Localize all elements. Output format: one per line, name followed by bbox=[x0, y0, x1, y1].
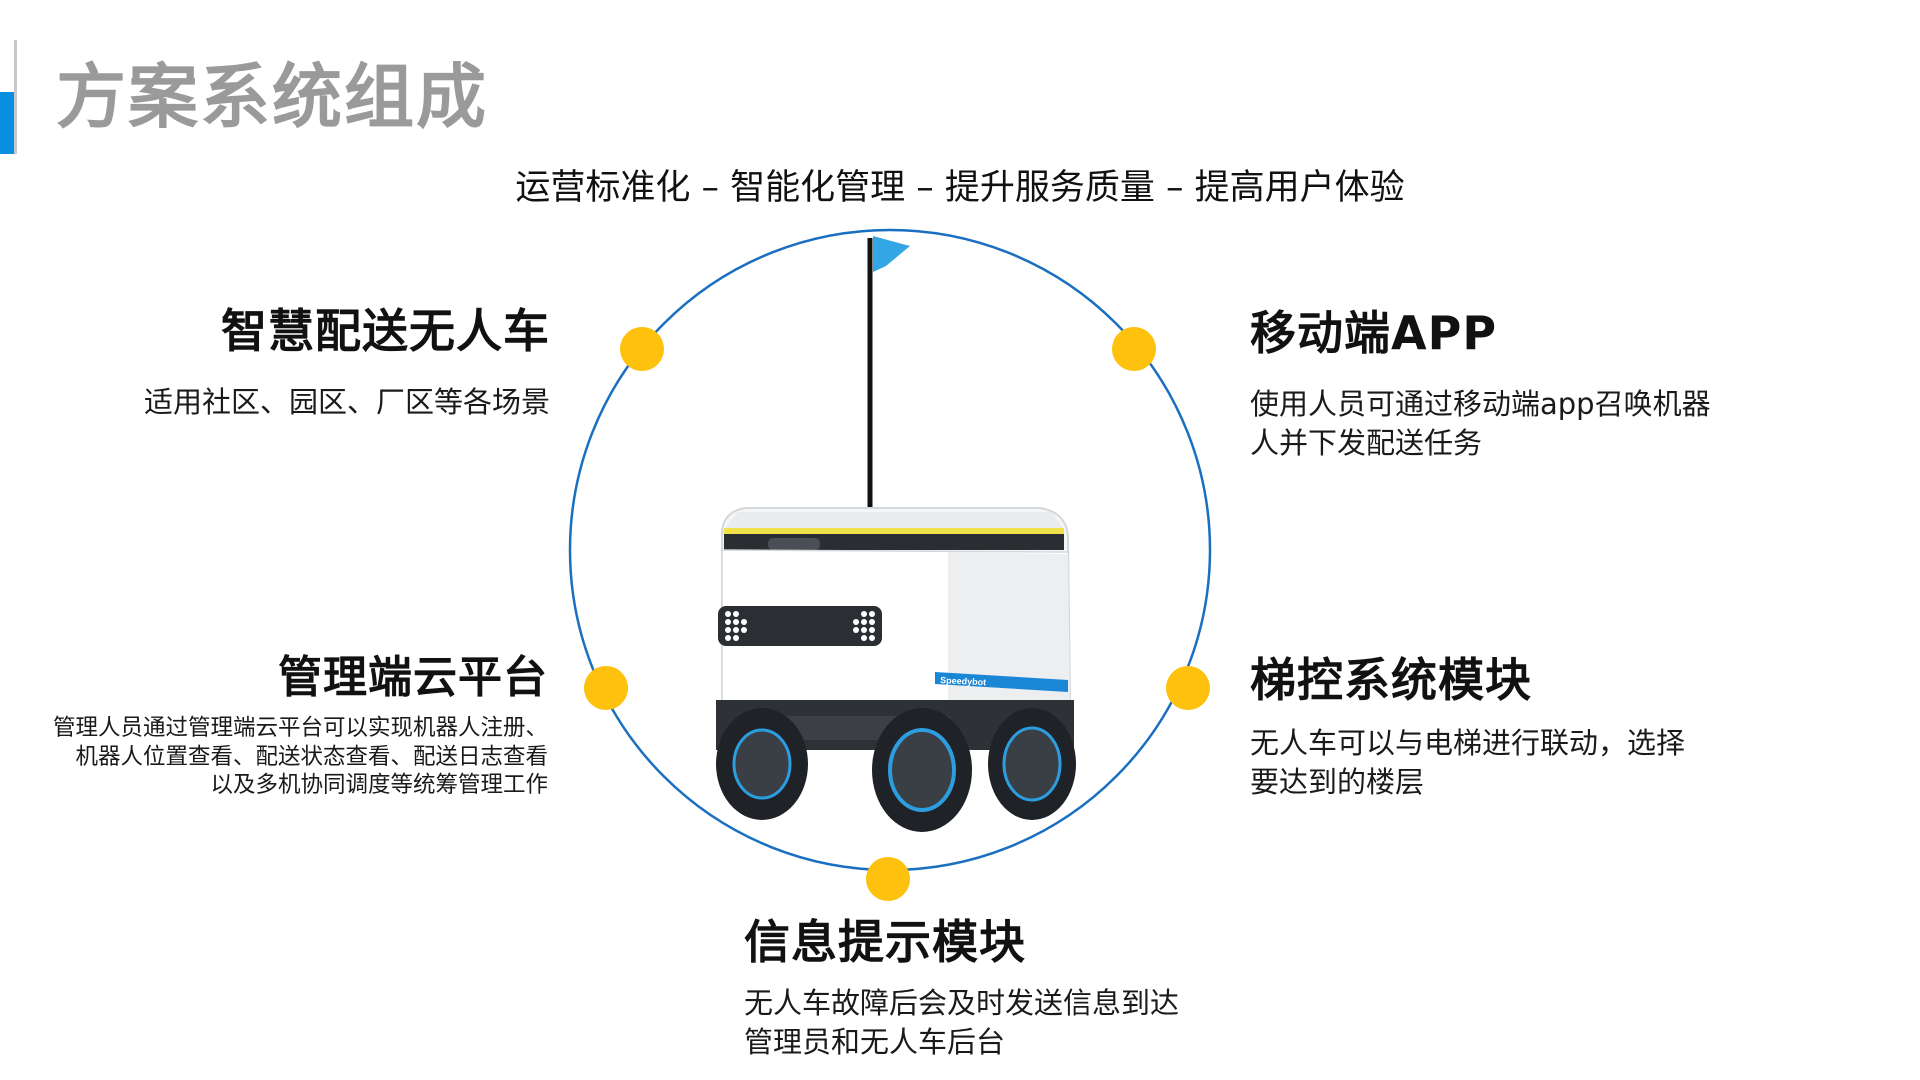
component-elevator-control: 梯控系统模块 无人车可以与电梯进行联动，选择 要达到的楼层 bbox=[1250, 655, 1810, 802]
component-title: 梯控系统模块 bbox=[1250, 655, 1810, 706]
component-management-cloud: 管理端云平台 管理人员通过管理端云平台可以实现机器人注册、 机器人位置查看、配送… bbox=[53, 654, 548, 799]
node-dot-smart-delivery bbox=[620, 327, 664, 371]
robot-wheels bbox=[716, 708, 1076, 832]
component-desc-line: 无人车故障后会及时发送信息到达 bbox=[744, 984, 1344, 1023]
component-title: 智慧配送无人车 bbox=[144, 306, 550, 357]
node-dot-elevator-control bbox=[1166, 666, 1210, 710]
component-desc-line: 管理员和无人车后台 bbox=[744, 1023, 1344, 1062]
delivery-robot-illustration bbox=[716, 508, 1076, 832]
component-desc-line: 机器人位置查看、配送状态查看、配送日志查看 bbox=[53, 743, 548, 771]
component-desc-line: 管理人员通过管理端云平台可以实现机器人注册、 bbox=[53, 714, 548, 742]
component-title: 信息提示模块 bbox=[744, 917, 1344, 968]
component-title: 管理端云平台 bbox=[53, 654, 548, 702]
flag bbox=[873, 236, 910, 272]
component-desc-line: 无人车可以与电梯进行联动，选择 bbox=[1250, 724, 1810, 763]
node-dot-management-cloud bbox=[584, 666, 628, 710]
component-desc-line: 以及多机协同调度等统筹管理工作 bbox=[53, 771, 548, 799]
node-dot-info-prompt bbox=[866, 857, 910, 901]
component-desc: 适用社区、园区、厂区等各场景 bbox=[144, 383, 550, 422]
node-dot-mobile-app bbox=[1112, 327, 1156, 371]
component-desc-line: 使用人员可通过移动端app召唤机器 bbox=[1250, 385, 1810, 424]
component-title: 移动端APP bbox=[1250, 308, 1810, 359]
component-info-prompt: 信息提示模块 无人车故障后会及时发送信息到达 管理员和无人车后台 bbox=[744, 917, 1344, 1062]
component-smart-delivery: 智慧配送无人车 适用社区、园区、厂区等各场景 bbox=[144, 306, 550, 422]
component-desc-line: 人并下发配送任务 bbox=[1250, 424, 1810, 463]
component-mobile-app: 移动端APP 使用人员可通过移动端app召唤机器 人并下发配送任务 bbox=[1250, 308, 1810, 463]
component-desc-line: 要达到的楼层 bbox=[1250, 763, 1810, 802]
